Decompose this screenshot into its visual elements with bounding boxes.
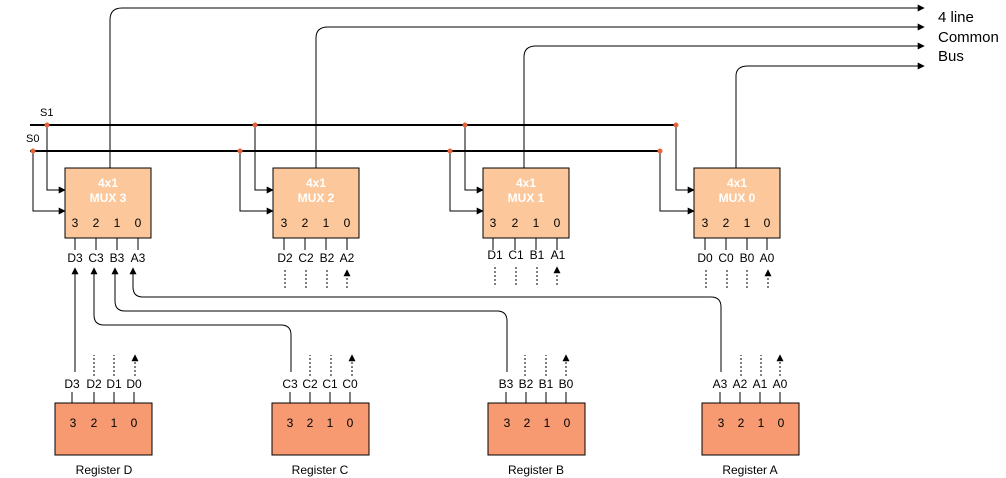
register-c: C3 C2 C1 C0 3 2 1 0 Register C	[271, 355, 370, 477]
mux-3-input-d3: D3	[67, 251, 83, 265]
mux-3-input-c3: C3	[88, 251, 104, 265]
mux-1-input-b1: B1	[530, 248, 545, 262]
bus-wire-mux1	[523, 42, 925, 168]
bus-label-line2: Common	[938, 29, 999, 46]
bus-wire-mux0	[735, 62, 925, 168]
mux-0-title: 4x1	[727, 176, 747, 190]
mux-0-pin-1: 1	[744, 216, 751, 230]
mux-1-pin-3: 3	[490, 216, 497, 230]
mux-0-input-b0: B0	[740, 251, 755, 265]
mux-0-pin-0: 0	[764, 216, 771, 230]
mux-0-pin-3: 3	[702, 216, 709, 230]
register-a-out-a3: A3	[713, 377, 728, 391]
mux-3-pin-0: 0	[135, 216, 142, 230]
bus-wire-mux2	[315, 23, 925, 168]
mux-3: 4x1 MUX 3 3 2 1 0 D3 C3 B3 A3	[64, 167, 152, 265]
mux-0-pin-2: 2	[723, 216, 730, 230]
s1-label: S1	[40, 107, 53, 119]
mux-1-pin-2: 2	[512, 216, 519, 230]
register-c-bit-2: 2	[307, 416, 314, 430]
mux-3-pin-3: 3	[72, 216, 79, 230]
mux-1-pin-1: 1	[533, 216, 540, 230]
register-b-bit-0: 0	[564, 416, 571, 430]
register-c-bit-0: 0	[347, 416, 354, 430]
register-b-name: Register B	[508, 463, 564, 477]
register-c-out-c0: C0	[342, 377, 358, 391]
register-a-bit-3: 3	[718, 416, 725, 430]
register-b-out-b1: B1	[539, 377, 554, 391]
register-d-bit-0: 0	[131, 416, 138, 430]
register-a-bit-1: 1	[758, 416, 765, 430]
mux-3-input-b3: B3	[110, 251, 125, 265]
register-b-out-b0: B0	[559, 377, 574, 391]
mux-0-input-a0: A0	[760, 251, 775, 265]
register-c-bit-3: 3	[287, 416, 294, 430]
mux-2-pin-0: 0	[344, 216, 351, 230]
mux-2-input-b2: B2	[320, 251, 335, 265]
register-d-out-d2: D2	[86, 377, 102, 391]
s0-label: S0	[26, 133, 39, 145]
mux-3-name: MUX 3	[90, 191, 127, 205]
register-b: B3 B2 B1 B0 3 2 1 0 Register B	[487, 355, 586, 477]
mux-3-title: 4x1	[98, 176, 118, 190]
register-a-name: Register A	[722, 463, 777, 477]
register-b-out-b3: B3	[499, 377, 514, 391]
mux-3-pin-2: 2	[93, 216, 100, 230]
register-d-bit-1: 1	[111, 416, 118, 430]
mux-2: 4x1 MUX 2 3 2 1 0 D2 C2 B2 A2	[272, 167, 360, 288]
mux-2-pin-2: 2	[302, 216, 309, 230]
register-b-bit-1: 1	[544, 416, 551, 430]
mux-2-input-c2: C2	[298, 251, 314, 265]
register-d-out-d0: D0	[126, 377, 142, 391]
mux-1-input-a1: A1	[551, 248, 566, 262]
mux-0-input-d0: D0	[697, 251, 713, 265]
register-c-name: Register C	[292, 463, 349, 477]
register-d-bit-2: 2	[91, 416, 98, 430]
bus-wire-mux3	[109, 4, 925, 168]
register-b-bit-2: 2	[524, 416, 531, 430]
mux-1-input-d1: D1	[487, 248, 503, 262]
register-a-out-a0: A0	[773, 377, 788, 391]
mux-1: 4x1 MUX 1 3 2 1 0 D1 C1 B1 A1	[482, 167, 570, 285]
mux-1-input-c1: C1	[508, 248, 524, 262]
mux-0: 4x1 MUX 0 3 2 1 0 D0 C0 B0 A0	[693, 167, 781, 288]
register-c-out-c1: C1	[322, 377, 338, 391]
mux-0-name: MUX 0	[719, 191, 756, 205]
mux-2-input-d2: D2	[277, 251, 293, 265]
bus-label-line3: Bus	[938, 48, 964, 65]
register-d-name: Register D	[76, 463, 133, 477]
register-a: A3 A2 A1 A0 3 2 1 0 Register A	[701, 355, 800, 477]
register-b-out-b2: B2	[519, 377, 534, 391]
mux-3-input-a3: A3	[131, 251, 146, 265]
mux-1-title: 4x1	[516, 176, 536, 190]
register-d: D3 D2 D1 D0 3 2 1 0 Register D	[54, 355, 153, 477]
register-a-out-a2: A2	[733, 377, 748, 391]
register-b-bit-3: 3	[504, 416, 511, 430]
mux-0-input-c0: C0	[718, 251, 734, 265]
mux-1-pin-0: 0	[554, 216, 561, 230]
register-a-bit-0: 0	[778, 416, 785, 430]
mux-3-pin-1: 1	[114, 216, 121, 230]
register-c-bit-1: 1	[327, 416, 334, 430]
select-taps	[30, 122, 695, 215]
bus-label-line1: 4 line	[938, 9, 974, 26]
mux-2-pin-3: 3	[281, 216, 288, 230]
register-d-out-d1: D1	[106, 377, 122, 391]
mux-2-input-a2: A2	[340, 251, 355, 265]
register-d-out-d3: D3	[64, 377, 80, 391]
mux-1-name: MUX 1	[508, 191, 545, 205]
register-c-out-c2: C2	[302, 377, 318, 391]
register-a-out-a1: A1	[753, 377, 768, 391]
mux-2-pin-1: 1	[323, 216, 330, 230]
register-a-bit-2: 2	[738, 416, 745, 430]
mux-2-title: 4x1	[306, 176, 326, 190]
register-d-bit-3: 3	[70, 416, 77, 430]
mux-2-name: MUX 2	[298, 191, 335, 205]
mux3-input-wires	[71, 267, 722, 372]
register-c-out-c3: C3	[282, 377, 298, 391]
